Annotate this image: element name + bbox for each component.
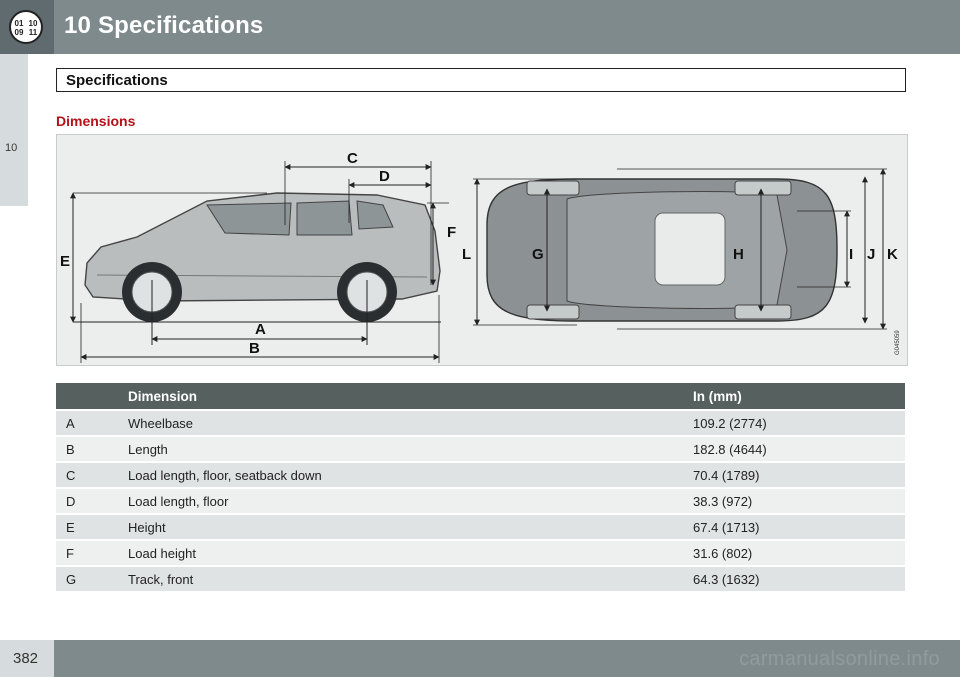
header-icon-box: 01 10 09 11 [0, 0, 54, 54]
label-e: E [60, 253, 70, 270]
row-dimension: Load length, floor, seatback down [120, 461, 685, 488]
row-value: 64.3 (1632) [685, 565, 905, 591]
row-code: A [56, 409, 120, 436]
svg-text:11: 11 [29, 28, 38, 37]
row-value: 109.2 (2774) [685, 409, 905, 436]
section-title-box: Specifications [56, 68, 906, 92]
row-dimension: Load length, floor [120, 487, 685, 514]
row-value: 70.4 (1789) [685, 461, 905, 488]
car-dimensions-illustration: A B C D E F L G H I J K G045059 [60, 150, 901, 363]
table-row: C Load length, floor, seatback down 70.4… [56, 461, 905, 488]
row-code: D [56, 487, 120, 514]
row-dimension: Track, front [120, 565, 685, 591]
row-value: 182.8 (4644) [685, 435, 905, 462]
row-dimension: Load height [120, 539, 685, 566]
figure-code: G045059 [895, 330, 901, 355]
chapter-title: 10 Specifications [64, 12, 264, 39]
label-l: L [462, 246, 471, 263]
table-row: F Load height 31.6 (802) [56, 539, 905, 566]
table-row: D Load length, floor 38.3 (972) [56, 487, 905, 514]
label-j: J [867, 246, 875, 263]
label-g: G [532, 246, 544, 263]
row-code: C [56, 461, 120, 488]
label-a: A [255, 321, 266, 338]
dimensions-figure: A B C D E F L G H I J K G045059 [56, 134, 908, 366]
label-c: C [347, 150, 358, 167]
row-value: 31.6 (802) [685, 539, 905, 566]
table-row: A Wheelbase 109.2 (2774) [56, 409, 905, 436]
row-dimension: Length [120, 435, 685, 462]
page-header [0, 0, 960, 54]
col-header-dimension: Dimension [120, 383, 685, 410]
chapter-tab-number: 10 [5, 142, 18, 154]
car-top-view [486, 178, 838, 322]
page-number-box: 382 [0, 640, 54, 677]
row-dimension: Wheelbase [120, 409, 685, 436]
label-d: D [379, 168, 390, 185]
row-value: 67.4 (1713) [685, 513, 905, 540]
dimensions-table: Dimension In (mm) A Wheelbase 109.2 (277… [56, 383, 905, 591]
row-dimension: Height [120, 513, 685, 540]
svg-text:01: 01 [15, 19, 24, 28]
chapter-tab [0, 54, 28, 206]
svg-text:10: 10 [29, 19, 38, 28]
row-code: F [56, 539, 120, 566]
col-header-value: In (mm) [685, 383, 905, 410]
col-header-code [56, 383, 120, 410]
label-k: K [887, 246, 898, 263]
row-value: 38.3 (972) [685, 487, 905, 514]
table-row: E Height 67.4 (1713) [56, 513, 905, 540]
table-row: B Length 182.8 (4644) [56, 435, 905, 462]
car-side-view [84, 192, 441, 345]
watermark: carmanualsonline.info [739, 648, 940, 670]
subheading: Dimensions [56, 113, 136, 129]
dashboard-icon: 01 10 09 11 [9, 10, 43, 44]
svg-text:09: 09 [15, 28, 24, 37]
row-code: G [56, 565, 120, 591]
label-h: H [733, 246, 744, 263]
table-header-row: Dimension In (mm) [56, 383, 905, 410]
label-f: F [447, 224, 456, 241]
row-code: E [56, 513, 120, 540]
table-row: G Track, front 64.3 (1632) [56, 565, 905, 591]
page-footer [0, 640, 960, 677]
label-b: B [249, 340, 260, 357]
page-number: 382 [13, 650, 39, 667]
section-title: Specifications [66, 72, 168, 89]
row-code: B [56, 435, 120, 462]
label-i: I [849, 246, 853, 263]
